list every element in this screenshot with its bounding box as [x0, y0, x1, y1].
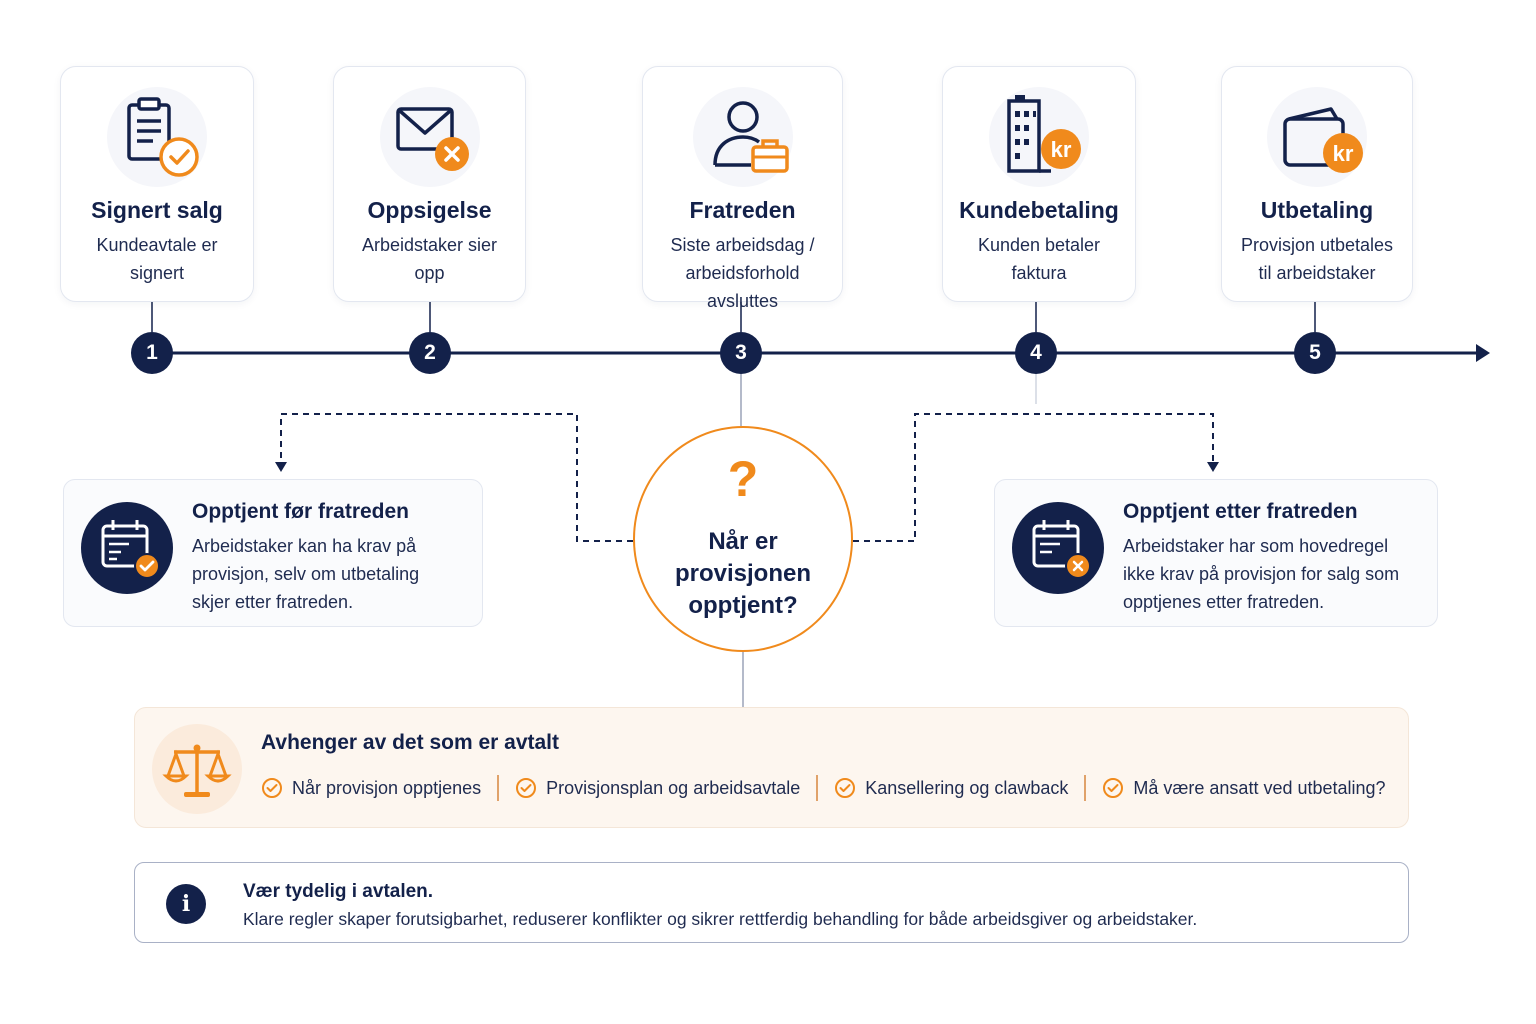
question-mark-icon: ?: [727, 451, 759, 507]
step-title: Oppsigelse: [367, 197, 492, 223]
check-circle-icon: [1103, 778, 1124, 798]
step-number-1: 1: [131, 332, 173, 374]
step-description: Siste arbeidsdag /arbeidsforhold avslutt…: [670, 235, 815, 311]
before-title: Opptjent før fratreden: [192, 500, 410, 523]
calendar-check-icon: [81, 502, 173, 594]
calendar-x-icon: [1012, 502, 1104, 594]
step-title: Signert salg: [91, 197, 223, 223]
currency-label: kr: [1333, 141, 1354, 166]
check-circle-icon: [835, 778, 856, 798]
currency-label: kr: [1051, 137, 1072, 162]
step-number-2: 2: [409, 332, 451, 374]
info-title: Vær tydelig i avtalen.: [243, 881, 434, 902]
dashed-branch-left: [280, 413, 633, 542]
info-callout-box: i Vær tydelig i avtalen. Klare regler sk…: [134, 862, 1409, 943]
scale-icon: [152, 724, 242, 814]
envelope-x-icon: [379, 87, 480, 187]
step-number-4: 4: [1015, 332, 1057, 374]
step-title: Kundebetaling: [959, 197, 1119, 223]
depends-on-agreement-box: Avhenger av det som er avtalt Når provis…: [134, 707, 1409, 828]
step-number-3: 3: [720, 332, 762, 374]
info-text: Klare regler skaper forutsigbarhet, redu…: [243, 909, 1198, 929]
check-circle-icon: [262, 778, 282, 798]
dashed-branch-right: [853, 413, 1214, 542]
person-briefcase-icon: [692, 87, 793, 187]
check-circle-icon: [516, 778, 537, 798]
agreement-items: Når provisjon opptjenes Provisjonsplan o…: [261, 775, 1386, 801]
earned-before-resignation-box: Opptjent før fratreden Arbeidstaker kan …: [63, 479, 483, 627]
building-kr-icon: kr: [989, 87, 1089, 187]
item-divider: [497, 775, 500, 801]
item-divider: [1084, 775, 1087, 801]
step-card-fratreden: Fratreden Siste arbeidsdag /arbeidsforho…: [642, 66, 843, 311]
earned-after-resignation-box: Opptjent etter fratreden Arbeidstaker ha…: [994, 479, 1438, 627]
agreement-item: Kansellering og clawback: [834, 777, 1068, 799]
after-title: Opptjent etter fratreden: [1123, 500, 1358, 523]
item-divider: [816, 775, 819, 801]
agreement-title: Avhenger av det som er avtalt: [261, 731, 559, 754]
agreement-item: Provisjonsplan og arbeidsavtale: [515, 777, 800, 799]
step-number-5: 5: [1294, 332, 1336, 374]
clipboard-check-icon: [107, 87, 207, 187]
agreement-item: Må være ansatt ved utbetaling?: [1102, 777, 1386, 799]
step-title: Fratreden: [689, 197, 796, 223]
step-title: Utbetaling: [1260, 197, 1374, 223]
timeline-arrowhead: [1476, 344, 1490, 362]
wallet-kr-icon: kr: [1267, 87, 1367, 187]
info-icon: i: [166, 884, 206, 924]
agreement-item: Når provisjon opptjenes: [261, 777, 481, 799]
